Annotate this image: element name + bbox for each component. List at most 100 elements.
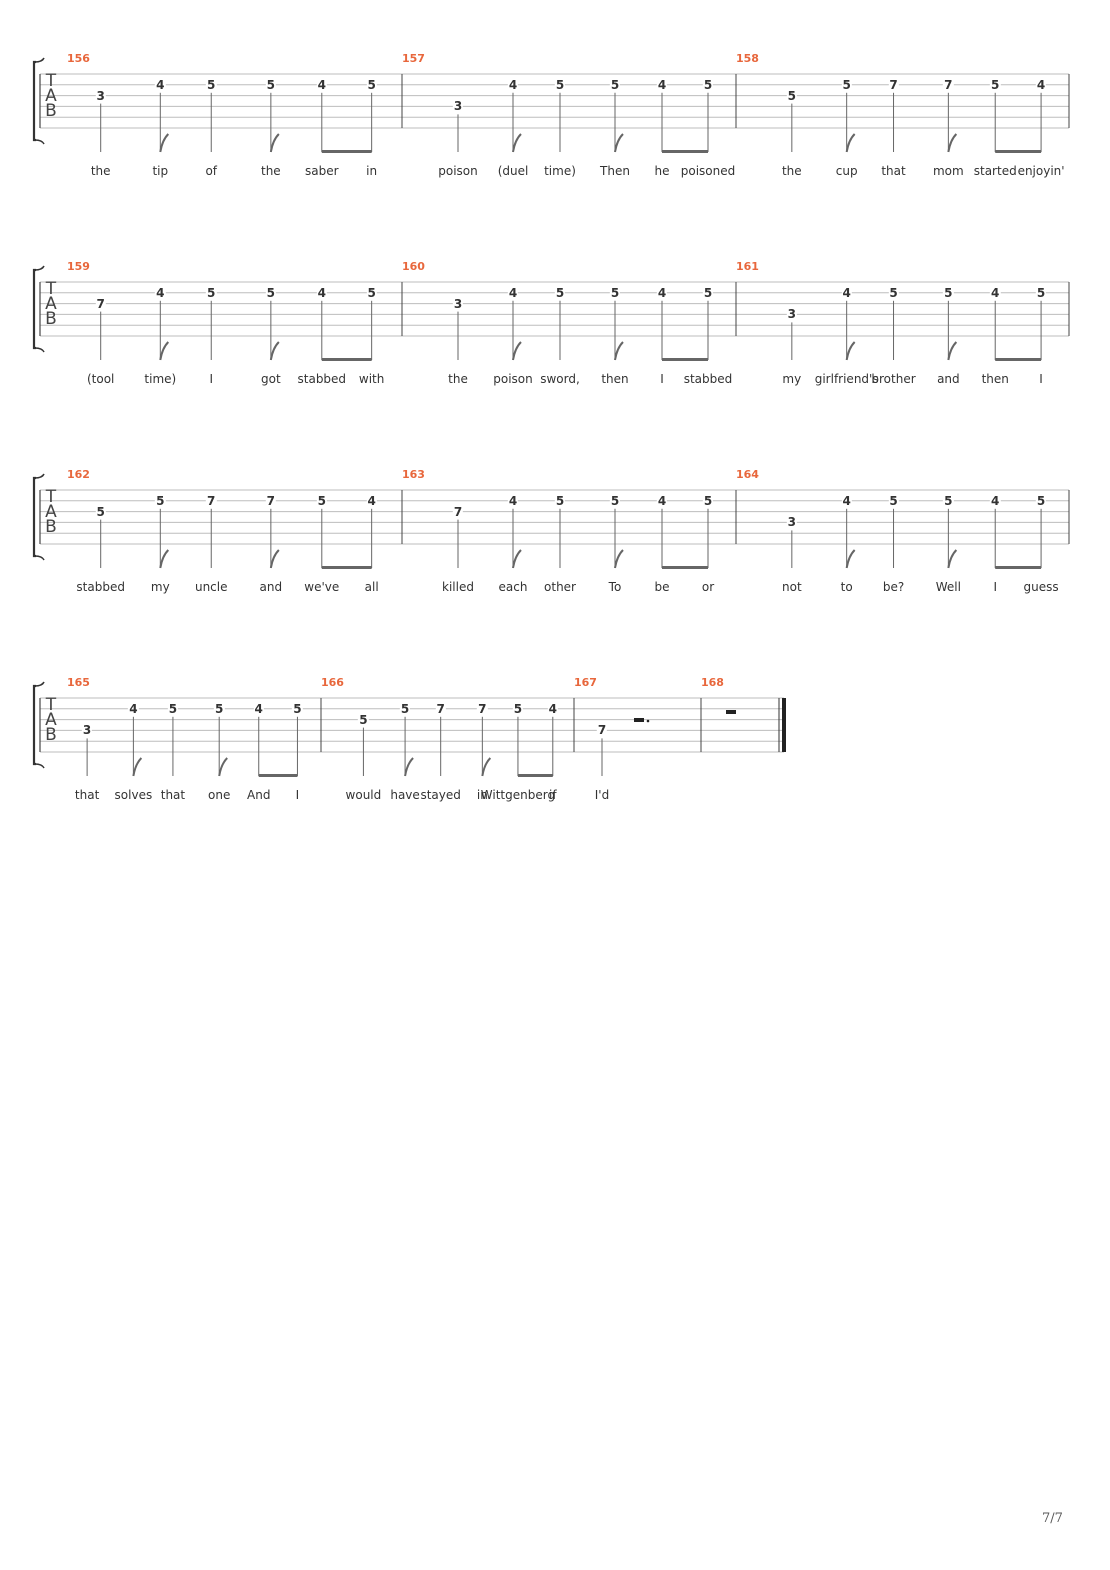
lyric-syllable: And bbox=[247, 788, 271, 802]
fret-number: 5 bbox=[609, 77, 621, 92]
bar-number: 167 bbox=[574, 676, 597, 689]
eighth-flag bbox=[512, 549, 522, 569]
fret-number: 5 bbox=[1035, 493, 1047, 508]
fret-number: 4 bbox=[841, 493, 852, 508]
tab-clef-letter: T bbox=[45, 71, 57, 91]
lyric-syllable: girlfriend's bbox=[814, 372, 879, 386]
fret-number: 7 bbox=[435, 701, 446, 716]
fret-number: 5 bbox=[554, 77, 566, 92]
fret-number: 5 bbox=[841, 77, 852, 92]
bracket-curl-top bbox=[34, 681, 45, 687]
bracket-curl-bottom bbox=[34, 139, 45, 145]
fret-number: 5 bbox=[554, 493, 566, 508]
lyric-syllable: (duel bbox=[497, 164, 529, 178]
fret-number: 4 bbox=[547, 701, 558, 716]
fret-number: 4 bbox=[316, 285, 327, 300]
bar-number: 159 bbox=[67, 260, 90, 273]
beam bbox=[662, 150, 708, 153]
fret-number: 5 bbox=[155, 493, 166, 508]
lyric-syllable: and bbox=[937, 372, 960, 386]
fret-number: 7 bbox=[265, 493, 277, 508]
eighth-flag bbox=[512, 341, 522, 361]
fret-number: 4 bbox=[656, 285, 668, 300]
fret-number: 3 bbox=[452, 296, 464, 311]
fret-number: 3 bbox=[81, 723, 93, 738]
lyric-syllable: I bbox=[209, 372, 214, 386]
fret-number: 5 bbox=[265, 77, 277, 92]
lyric-syllable: stabbed bbox=[297, 372, 347, 386]
fret-number: 5 bbox=[990, 77, 1001, 92]
lyric-syllable: saber bbox=[305, 164, 339, 178]
fret-number: 3 bbox=[452, 99, 464, 114]
lyric-syllable: To bbox=[608, 580, 622, 594]
eighth-flag bbox=[269, 133, 280, 153]
bar-number: 164 bbox=[736, 468, 759, 481]
fret-number: 7 bbox=[452, 504, 464, 519]
lyric-syllable: be? bbox=[882, 580, 905, 594]
fret-number: 4 bbox=[990, 493, 1001, 508]
fret-number: 3 bbox=[786, 515, 798, 530]
lyric-syllable: to bbox=[840, 580, 853, 594]
beam bbox=[258, 774, 298, 777]
bar-number: 161 bbox=[736, 260, 759, 273]
lyric-syllable: uncle bbox=[194, 580, 228, 594]
tab-clef-letter: T bbox=[45, 487, 57, 507]
fret-number: 4 bbox=[507, 493, 519, 508]
beam bbox=[662, 566, 708, 569]
beam bbox=[995, 150, 1042, 153]
lyric-syllable: I bbox=[660, 372, 664, 386]
lyric-syllable: then bbox=[981, 372, 1009, 386]
fret-number: 7 bbox=[206, 493, 217, 508]
fret-number: 4 bbox=[128, 701, 139, 716]
lyric-syllable: the bbox=[448, 372, 468, 386]
fret-number: 5 bbox=[366, 77, 377, 92]
fret-number: 5 bbox=[512, 701, 524, 716]
fret-number: 5 bbox=[366, 285, 377, 300]
eighth-flag bbox=[614, 549, 624, 569]
bracket-curl-bottom bbox=[34, 763, 45, 769]
fret-number: 5 bbox=[206, 285, 217, 300]
eighth-flag bbox=[947, 341, 958, 361]
fret-number: 4 bbox=[507, 285, 519, 300]
lyric-syllable: the bbox=[260, 164, 281, 178]
lyric-syllable: in bbox=[476, 788, 488, 802]
fret-number: 5 bbox=[702, 493, 714, 508]
fret-number: 5 bbox=[888, 285, 899, 300]
bar-number: 162 bbox=[67, 468, 90, 481]
lyric-syllable: be bbox=[654, 580, 670, 594]
lyric-syllable: stayed bbox=[420, 788, 461, 802]
fret-number: 4 bbox=[656, 77, 668, 92]
eighth-flag bbox=[159, 133, 170, 153]
fret-number: 5 bbox=[554, 285, 566, 300]
fret-number: 5 bbox=[292, 701, 303, 716]
tab-clef-letter: B bbox=[45, 517, 57, 537]
lyric-syllable: started bbox=[973, 164, 1017, 178]
eighth-flag bbox=[132, 757, 143, 777]
tab-clef-letter: A bbox=[45, 86, 57, 106]
fret-number: 4 bbox=[841, 285, 852, 300]
lyric-syllable: one bbox=[208, 788, 231, 802]
beam bbox=[321, 150, 372, 153]
fret-number: 7 bbox=[943, 77, 954, 92]
fret-number: 5 bbox=[943, 493, 954, 508]
fret-number: 5 bbox=[316, 493, 327, 508]
fret-number: 4 bbox=[253, 701, 264, 716]
lyric-syllable: mom bbox=[932, 164, 964, 178]
bar-number: 166 bbox=[321, 676, 344, 689]
fret-number: 3 bbox=[786, 307, 798, 322]
eighth-flag bbox=[481, 757, 492, 777]
bar-number: 163 bbox=[402, 468, 425, 481]
lyric-syllable: and bbox=[259, 580, 283, 594]
lyric-syllable: time) bbox=[544, 164, 576, 178]
lyric-syllable: the bbox=[90, 164, 111, 178]
lyric-syllable: killed bbox=[442, 580, 474, 594]
beam bbox=[995, 358, 1042, 361]
lyric-syllable: in bbox=[366, 164, 378, 178]
lyric-syllable: if bbox=[549, 788, 557, 802]
lyric-syllable: each bbox=[498, 580, 528, 594]
fret-number: 4 bbox=[656, 493, 668, 508]
